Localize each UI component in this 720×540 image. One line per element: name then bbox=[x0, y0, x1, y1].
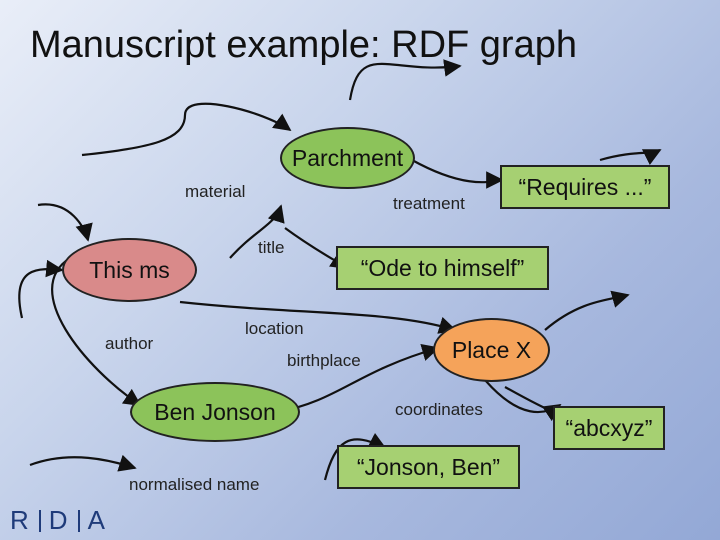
rda-logo: R D A bbox=[10, 505, 107, 536]
logo-letter-d: D bbox=[48, 505, 70, 535]
logo-letter-r: R bbox=[10, 505, 31, 535]
node-ode-label: “Ode to himself” bbox=[360, 254, 525, 281]
edge-label-treatment: treatment bbox=[393, 194, 465, 213]
edge-label-material: material bbox=[185, 182, 246, 201]
edge-requires-out bbox=[599, 148, 662, 165]
edge-jonson-name bbox=[29, 454, 137, 472]
node-ben-jonson-label: Ben Jonson bbox=[154, 398, 276, 425]
node-this-ms-label: This ms bbox=[89, 256, 170, 283]
edge-incoming-parchment bbox=[81, 102, 292, 157]
node-place-x: Place X bbox=[433, 318, 550, 382]
edge-ms-location bbox=[179, 300, 457, 334]
node-ode-literal: “Ode to himself” bbox=[336, 246, 549, 290]
node-abcxyz-label: “abcxyz” bbox=[565, 414, 653, 441]
edge-into-jonson-ben bbox=[323, 432, 387, 481]
logo-divider bbox=[77, 509, 80, 532]
edge-label-coordinates: coordinates bbox=[395, 400, 483, 419]
edge-ms-material bbox=[229, 204, 285, 259]
node-parchment: Parchment bbox=[280, 127, 415, 189]
node-abcxyz-literal: “abcxyz” bbox=[553, 406, 665, 450]
edge-label-normalised-name: normalised name bbox=[129, 475, 260, 494]
edge-label-location: location bbox=[245, 319, 304, 338]
edge-into-ms-left bbox=[37, 203, 93, 242]
edge-label-title: title bbox=[258, 238, 285, 257]
edge-author-ms-loop bbox=[18, 259, 64, 319]
edge-parchment-treatment bbox=[411, 159, 504, 189]
logo-letter-a: A bbox=[87, 505, 107, 535]
slide-title: Manuscript example: RDF graph bbox=[30, 24, 577, 66]
node-parchment-label: Parchment bbox=[291, 144, 404, 171]
node-jonson-ben-literal: “Jonson, Ben” bbox=[337, 445, 520, 489]
node-place-x-label: Place X bbox=[451, 336, 532, 363]
node-jonson-ben-label: “Jonson, Ben” bbox=[356, 453, 501, 480]
node-requires-literal: “Requires ...” bbox=[500, 165, 670, 209]
edge-label-author: author bbox=[105, 334, 154, 353]
node-requires-label: “Requires ...” bbox=[518, 173, 652, 200]
edge-place-out bbox=[544, 290, 630, 331]
logo-divider bbox=[38, 509, 41, 532]
node-this-ms: This ms bbox=[62, 238, 197, 302]
node-ben-jonson: Ben Jonson bbox=[130, 382, 300, 442]
edge-incoming-parchment-top bbox=[348, 59, 462, 101]
edge-label-birthplace: birthplace bbox=[287, 351, 361, 370]
